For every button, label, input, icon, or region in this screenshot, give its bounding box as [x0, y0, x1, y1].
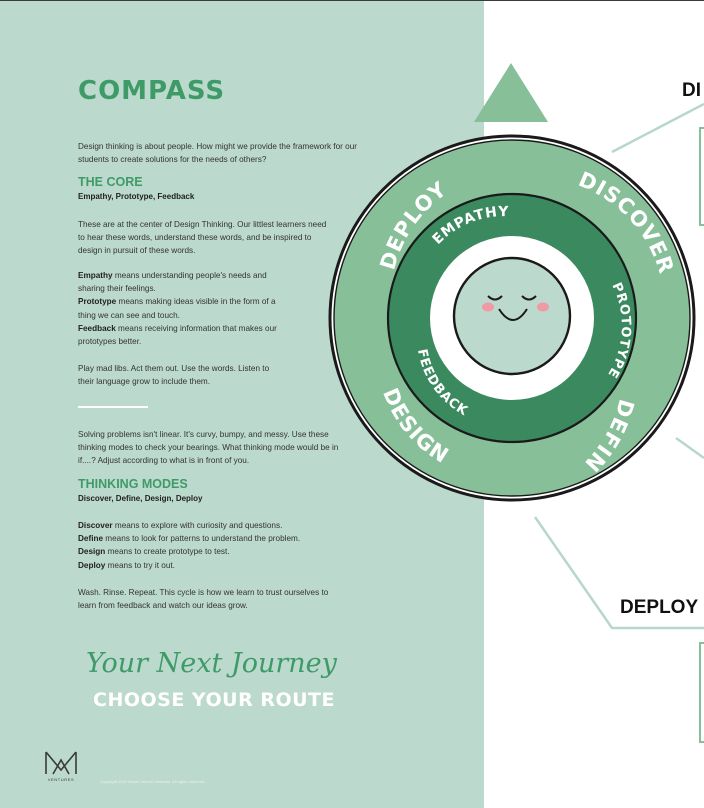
ventures-logo: VENTURES [45, 751, 77, 782]
cheek-right-icon [537, 302, 549, 312]
logo-text: VENTURES [48, 777, 75, 782]
side-box-top [699, 127, 704, 226]
core-paragraph: These are at the center of Design Thinki… [78, 220, 327, 256]
copyright-text: Copyright 2022 Mount Vernon Ventures. Al… [100, 779, 206, 784]
north-arrow-icon [474, 63, 548, 122]
modes-subheading: Discover, Define, Design, Deploy [78, 494, 203, 503]
smile-mouth-icon [498, 308, 528, 321]
core-heading: THE CORE [78, 175, 143, 189]
definition-empathy: Empathy means understanding people's nee… [78, 271, 267, 294]
smiley-face-icon [452, 256, 572, 376]
core-subheading: Empathy, Prototype, Feedback [78, 192, 195, 201]
definition-define: Define means to look for patterns to und… [78, 534, 301, 544]
journey-script-title: Your Next Journey [86, 648, 337, 679]
intro-text: Design thinking is about people. How mig… [78, 142, 357, 165]
choose-route-title: CHOOSE YOUR ROUTE [93, 689, 335, 711]
core-definitions: Empathy means understanding people's nee… [78, 269, 293, 348]
closed-eye-left-icon [487, 295, 503, 301]
side-label-deploy: DEPLOY [620, 597, 699, 618]
definition-deploy: Deploy means to try it out. [78, 560, 175, 570]
modes-definitions: Discover means to explore with curiosity… [78, 519, 348, 572]
top-border [0, 0, 704, 1]
page-title: COMPASS [78, 76, 226, 106]
definition-prototype: Prototype means making ideas visible in … [78, 297, 276, 320]
problems-paragraph: Solving problems isn't linear. It's curv… [78, 430, 339, 466]
closed-eye-right-icon [521, 295, 537, 301]
connector-line-bottom [533, 516, 704, 630]
definition-feedback: Feedback means receiving information tha… [78, 323, 277, 347]
side-box-bottom [699, 642, 704, 743]
connector-line-right [675, 436, 704, 460]
core-closing: Play mad libs. Act them out. Use the wor… [78, 364, 270, 387]
modes-heading: THINKING MODES [78, 477, 188, 491]
section-divider [78, 406, 148, 408]
definition-design: Design means to create prototype to test… [78, 547, 230, 557]
cheek-left-icon [482, 302, 494, 312]
side-label-top: DI [682, 80, 701, 101]
definition-discover: Discover means to explore with curiosity… [78, 521, 283, 530]
connector-line-top [611, 102, 704, 154]
modes-closing: Wash. Rinse. Repeat. This cycle is how w… [78, 588, 329, 611]
